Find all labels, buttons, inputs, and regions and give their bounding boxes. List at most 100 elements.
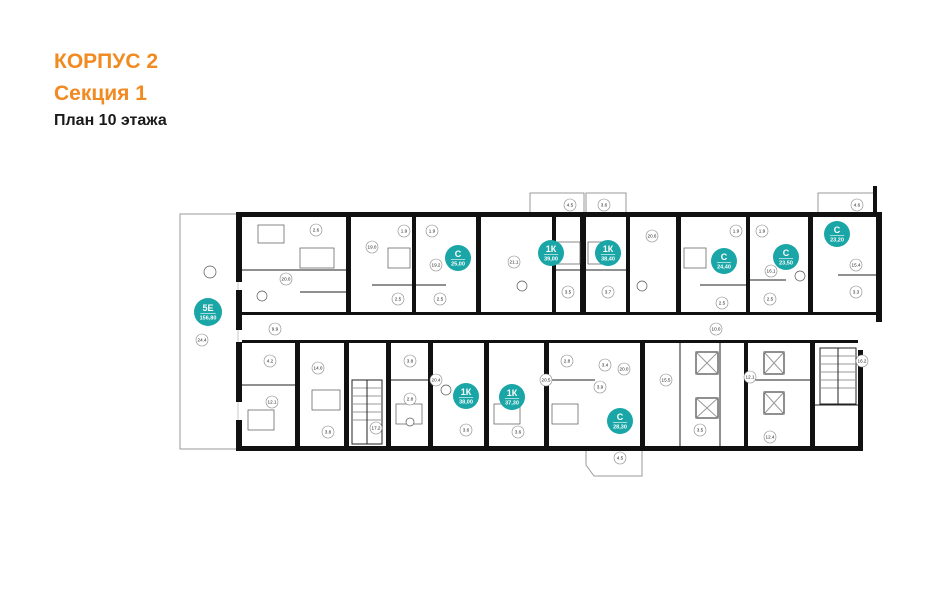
room-area-ring xyxy=(195,333,209,347)
room-area-ring xyxy=(560,354,574,368)
section-title: Секция 1 xyxy=(54,82,147,105)
room-area-label: 16.1 xyxy=(764,264,778,278)
room-area-label: 2.6 xyxy=(309,223,323,237)
apartment-type: 5Е xyxy=(202,303,213,313)
room-area-ring xyxy=(763,292,777,306)
apartment-badge[interactable]: С23,50 xyxy=(773,244,799,270)
apartment-area: 38,40 xyxy=(601,257,615,263)
room-area-ring xyxy=(563,198,577,212)
room-area-value: 9.9 xyxy=(272,327,279,332)
room-area-ring xyxy=(593,380,607,394)
room-area-ring xyxy=(263,354,277,368)
room-area-label: 15.4 xyxy=(849,258,863,272)
apartment-area: 38,00 xyxy=(459,400,473,406)
room-area-ring xyxy=(365,240,379,254)
room-area-value: 1.9 xyxy=(759,229,766,234)
apartment-type: 1К xyxy=(546,244,557,254)
badge-circle xyxy=(538,240,564,266)
apartment-area: 156,80 xyxy=(200,316,217,322)
room-area-ring xyxy=(598,358,612,372)
room-area-value: 3.5 xyxy=(697,428,704,433)
room-area-ring xyxy=(279,272,293,286)
room-area-ring xyxy=(403,354,417,368)
apartment-badge[interactable]: 1К 37,30 xyxy=(499,384,525,410)
room-area-label: 4.5 xyxy=(613,451,627,465)
room-area-label: 3.7 xyxy=(601,285,615,299)
terrace xyxy=(179,213,239,450)
room-area-ring xyxy=(265,395,279,409)
room-area-label: 2.5 xyxy=(433,292,447,306)
apartment-area: 23,20 xyxy=(830,238,844,244)
room-area-label: 3.6 xyxy=(597,198,611,212)
room-area-value: 2.8 xyxy=(407,397,414,402)
room-area-value: 20.5 xyxy=(542,378,551,383)
room-area-label: 2.5 xyxy=(391,292,405,306)
room-area-value: 12.4 xyxy=(766,435,775,440)
room-area-label: 12.1 xyxy=(743,370,757,384)
room-area-value: 3.6 xyxy=(515,430,522,435)
staircase xyxy=(351,347,857,445)
room-area-label: 17.2 xyxy=(369,421,383,435)
room-area-value: 4.2 xyxy=(267,359,274,364)
interior-partitions xyxy=(242,269,876,446)
building-title: КОРПУС 2 xyxy=(54,50,158,73)
badge-circle xyxy=(607,408,633,434)
room-area-value: 19.2 xyxy=(432,263,441,268)
apartment-badge[interactable]: С28,30 xyxy=(607,408,633,434)
room-area-label: 3.6 xyxy=(511,425,525,439)
room-area-label: 4.6 xyxy=(850,198,864,212)
room-area-value: 3.4 xyxy=(602,363,609,368)
room-area-value: 20.6 xyxy=(648,234,657,239)
apartment-type: 1К xyxy=(461,387,472,397)
room-area-ring xyxy=(429,373,443,387)
room-area-value: 3.5 xyxy=(565,290,572,295)
room-area-value: 10.0 xyxy=(712,327,721,332)
room-area-value: 1.9 xyxy=(401,229,408,234)
room-area-label: 4.2 xyxy=(263,354,277,368)
room-area-label: 20.6 xyxy=(645,229,659,243)
room-area-label: 19.0 xyxy=(365,240,379,254)
room-area-ring xyxy=(397,224,411,238)
apartment-area: 24,40 xyxy=(717,265,731,271)
room-area-ring xyxy=(659,373,673,387)
room-area-ring xyxy=(709,322,723,336)
badge-circle xyxy=(773,244,799,270)
badge-circle xyxy=(453,383,479,409)
apartment-area: 37,30 xyxy=(505,401,519,407)
badge-circle xyxy=(595,240,621,266)
room-area-value: 15.4 xyxy=(852,263,861,268)
apartment-badge[interactable]: С25,00 xyxy=(445,245,471,271)
room-area-ring xyxy=(855,354,869,368)
floor-plan-title: План 10 этажа xyxy=(54,112,167,129)
room-area-label: 3.5 xyxy=(693,423,707,437)
elevators xyxy=(695,351,785,419)
apartment-type: 1К xyxy=(507,388,518,398)
apartment-type: С xyxy=(783,248,790,258)
room-area-ring xyxy=(561,285,575,299)
apartment-badge[interactable]: С23,20 xyxy=(824,221,850,247)
room-area-value: 3.9 xyxy=(597,385,604,390)
apartment-type: С xyxy=(455,249,462,259)
room-area-label: 2.5 xyxy=(715,296,729,310)
room-area-label: 9.9 xyxy=(268,322,282,336)
room-area-ring xyxy=(849,258,863,272)
apartment-type: С xyxy=(617,412,624,422)
apartment-badge[interactable]: 1К 38,00 xyxy=(453,383,479,409)
room-area-label: 1.9 xyxy=(425,224,439,238)
room-area-label: 14.0 xyxy=(311,361,325,375)
room-area-ring xyxy=(849,285,863,299)
room-area-label: 1.9 xyxy=(729,224,743,238)
room-area-ring xyxy=(321,425,335,439)
room-area-ring xyxy=(268,322,282,336)
room-area-ring xyxy=(715,296,729,310)
apartment-badge[interactable]: С24,40 xyxy=(711,248,737,274)
apartment-badge[interactable]: 5Е 156,80 xyxy=(194,298,222,326)
room-area-label: 3.6 xyxy=(459,423,473,437)
room-area-ring xyxy=(309,223,323,237)
room-area-value: 2.5 xyxy=(437,297,444,302)
room-area-value: 4.5 xyxy=(617,456,624,461)
room-area-label: 3.3 xyxy=(849,285,863,299)
room-area-value: 16.1 xyxy=(767,269,776,274)
